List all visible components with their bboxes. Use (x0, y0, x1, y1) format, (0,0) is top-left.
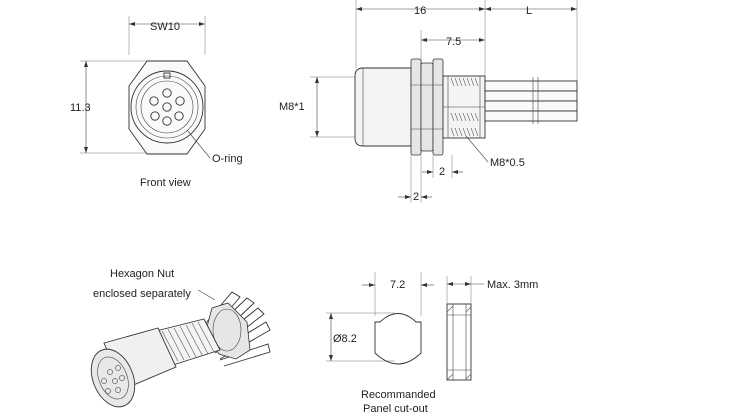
gap-2-label: 2 (439, 166, 445, 178)
panel-thickness-label: Max. 3mm (487, 279, 538, 291)
side-view: 16 L 7.5 M8*1 (279, 0, 578, 203)
cutout-width-label: 7.2 (390, 279, 405, 291)
panel-section (446, 303, 472, 381)
side-nut-1 (410, 58, 422, 156)
flange-2-label: 2 (413, 191, 419, 203)
hexagon-nut-note-2: enclosed separately (93, 288, 191, 300)
front-view-caption: Front view (140, 177, 191, 189)
cutout-shape (374, 313, 422, 365)
length-7-5-label: 7.5 (446, 36, 461, 48)
sw10-label: SW10 (150, 21, 180, 33)
cutout-diameter-label: Ø8.2 (333, 333, 357, 345)
iso-face (90, 348, 136, 408)
height-label: 11.3 (70, 102, 91, 114)
panel-cutout: 7.2 Ø8.2 Max. 3mm Recommanded Panel cut-… (326, 272, 538, 415)
hexagon-nut-note-1: Hexagon Nut (110, 268, 174, 280)
length-16-label: 16 (414, 5, 426, 17)
connector-body (354, 67, 412, 147)
m8x05-label: M8*0.5 (490, 157, 525, 169)
oring-label: O-ring (212, 153, 243, 165)
iso-view: Hexagon Nut enclosed separately (90, 268, 271, 408)
side-wires (484, 77, 578, 124)
front-view: SW10 11.3 O-ring Front view (70, 16, 243, 189)
side-nut-2 (420, 62, 434, 152)
m8x1-label: M8*1 (279, 101, 305, 113)
hexagon-nut-front (128, 60, 206, 155)
cutout-caption-1: Recommanded (361, 389, 436, 401)
length-L-label: L (526, 5, 532, 17)
pin-center (162, 102, 172, 112)
cutout-caption-2: Panel cut-out (363, 403, 428, 415)
